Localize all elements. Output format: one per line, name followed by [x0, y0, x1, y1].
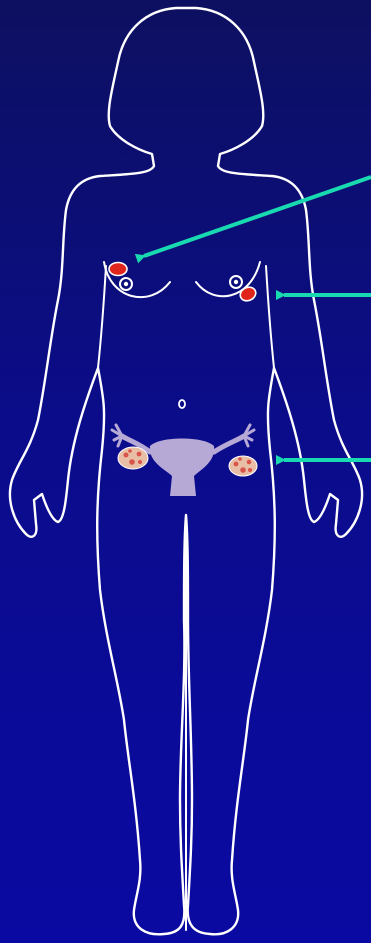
right-arm-inner-line [266, 266, 274, 368]
navel-icon [179, 400, 185, 408]
left-arm-inner-line [98, 266, 106, 368]
arrow-left-icon [144, 177, 371, 256]
left-breast-lesion [109, 263, 127, 276]
right-breast-lesion [238, 285, 258, 304]
right-nipple-icon [230, 276, 242, 288]
right-ovary-icon [229, 456, 257, 476]
left-ovary-icon [118, 447, 148, 469]
left-nipple-icon [120, 278, 132, 290]
